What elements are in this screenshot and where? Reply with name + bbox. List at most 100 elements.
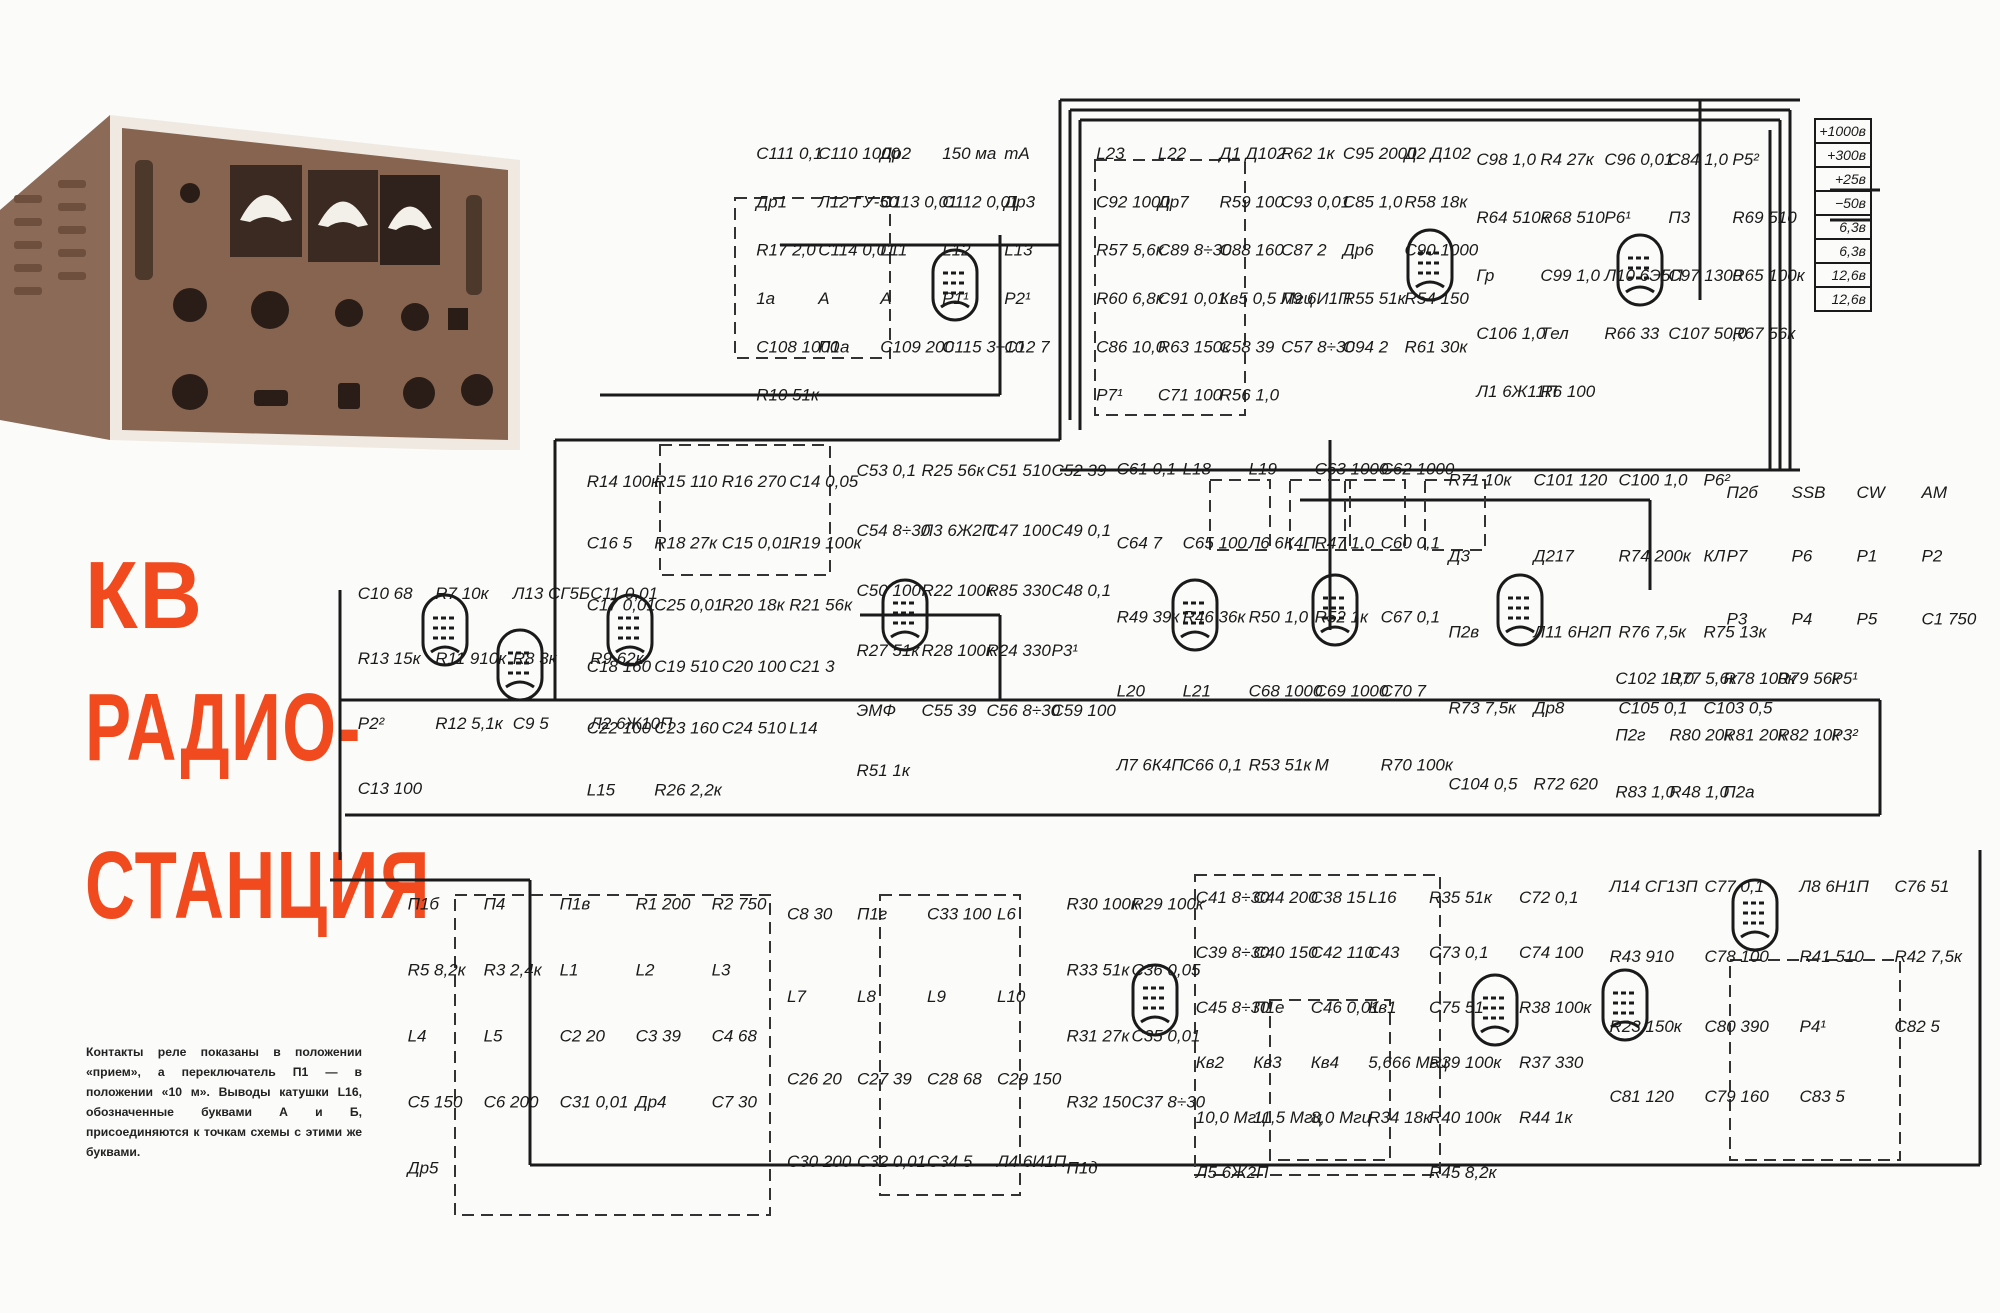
component-label: C44 200	[1253, 888, 1318, 907]
shield-box	[1729, 959, 1901, 1161]
component-label: Л2 6Ж10П	[589, 714, 673, 733]
component-label: C6 200	[484, 1093, 539, 1112]
vacuum-tube	[1601, 968, 1649, 1042]
component-label: C36 0,05	[1132, 961, 1202, 980]
component-label: Л4 6И1П	[996, 1152, 1067, 1171]
component-label: A	[817, 289, 829, 308]
component-label: C106 1,0	[1476, 324, 1546, 343]
component-label: C57 8÷30	[1281, 337, 1355, 356]
component-label: R74 200к	[1619, 547, 1692, 566]
component-label: C104 0,5	[1449, 775, 1519, 794]
shield-box	[734, 197, 891, 359]
component-label: C22 100	[587, 719, 652, 738]
component-label: C94 2	[1343, 337, 1389, 356]
component-label: C100 1,0	[1619, 471, 1689, 490]
component-label: C58 39	[1220, 337, 1275, 356]
component-label: L22	[1158, 144, 1187, 163]
shield-box	[1289, 479, 1351, 551]
component-label: R9 62к	[590, 649, 644, 668]
component-label: C107 50,0	[1668, 324, 1747, 343]
component-label: C33 100	[927, 905, 992, 924]
component-label: R57 5,6к	[1096, 241, 1165, 260]
component-label: CW	[1857, 483, 1887, 502]
component-label: R35 51к	[1429, 888, 1493, 907]
component-label: P4¹	[1800, 1017, 1827, 1036]
component-label: R75 13к	[1704, 623, 1768, 642]
component-label: C103 0,5	[1704, 699, 1774, 718]
component-label: C74 100	[1519, 943, 1584, 962]
component-label: C98 1,0	[1476, 150, 1536, 169]
component-label: R62 1к	[1281, 144, 1335, 163]
component-label: C8 30	[787, 905, 833, 924]
component-label: C79 160	[1705, 1087, 1770, 1106]
component-label: C19 510	[654, 657, 719, 676]
component-label: mA	[1004, 144, 1029, 163]
supply-terminal: 6,3в	[1814, 216, 1872, 240]
component-label: P6²	[1704, 471, 1732, 490]
component-label: R10 51к	[756, 386, 820, 405]
component-label: R55 51к	[1343, 289, 1407, 308]
component-label: П3	[1668, 208, 1690, 227]
component-label: P7	[1727, 546, 1748, 565]
component-label: C73 0,1	[1429, 943, 1489, 962]
component-label: C56 8÷30	[987, 701, 1061, 720]
component-label: R58 18к	[1405, 192, 1469, 211]
component-label: C1 750	[1922, 610, 1977, 629]
component-label: C65 100	[1183, 533, 1248, 552]
component-label: Кв5 0,5 Мгц	[1220, 289, 1314, 308]
component-label: L10	[997, 987, 1026, 1006]
component-label: AM	[1921, 483, 1948, 502]
component-label: R83 1,0	[1615, 782, 1675, 801]
component-label: Л12 ГУ-50	[817, 192, 899, 211]
component-label: R43 910	[1610, 947, 1675, 966]
component-label: R15 110	[654, 472, 718, 491]
vacuum-tube	[496, 628, 544, 702]
component-label: Л1 6Ж11П	[1475, 382, 1558, 401]
component-label: L11	[880, 241, 907, 260]
component-label: C49 0,1	[1052, 521, 1112, 540]
component-label: R32 150	[1067, 1093, 1132, 1112]
component-label: R23 150к	[1610, 1017, 1683, 1036]
shield-box	[1194, 874, 1441, 1176]
shield-box	[1209, 479, 1271, 551]
component-label: C18 160	[587, 657, 652, 676]
component-label: C26 20	[787, 1070, 842, 1089]
component-label: Л7 6К4П	[1116, 755, 1185, 774]
component-label: R73 7,5к	[1449, 699, 1518, 718]
component-label: L13	[1004, 241, 1033, 260]
component-label: C115 3÷10	[942, 337, 1024, 356]
component-label: Др2	[878, 144, 911, 163]
component-label: П2б	[1727, 483, 1760, 502]
component-label: R28 100к	[922, 641, 995, 660]
component-label: C27 39	[857, 1070, 912, 1089]
component-label: P7¹	[1096, 386, 1123, 405]
component-label: П1б	[408, 895, 441, 914]
headline-station: СТАНЦИЯ	[85, 832, 431, 939]
component-label: Кв3	[1253, 1053, 1282, 1072]
component-label: R80 20к	[1669, 726, 1733, 745]
supply-terminal: +300в	[1814, 144, 1872, 168]
component-label: C7 30	[712, 1093, 758, 1112]
component-label: L20	[1117, 681, 1146, 700]
component-label: R61 30к	[1405, 337, 1469, 356]
component-label: C30 200	[787, 1152, 852, 1171]
component-label: R44 1к	[1519, 1108, 1573, 1127]
component-label: C20 100	[722, 657, 787, 676]
component-label: R82 10к	[1777, 726, 1841, 745]
component-label: П2в	[1449, 623, 1480, 642]
component-label: R14 100к	[587, 472, 660, 491]
component-label: C83 5	[1800, 1087, 1846, 1106]
caption-note: Контакты реле показаны в положении «прие…	[86, 1045, 362, 1159]
component-label: C60 0,1	[1381, 533, 1441, 552]
component-label: C112 0,01	[942, 192, 1019, 211]
component-label: C23 160	[654, 719, 719, 738]
component-label: Л10 6Э5П	[1603, 266, 1683, 285]
component-label: 8,0 Мгц	[1311, 1108, 1372, 1127]
component-label: L5	[484, 1027, 503, 1046]
component-label: R30 100к	[1067, 895, 1140, 914]
component-label: R8 3к	[513, 649, 558, 668]
supply-terminal: −50в	[1814, 192, 1872, 216]
component-label: R70 100к	[1381, 755, 1454, 774]
vacuum-tube	[1616, 233, 1664, 307]
component-label: P2²	[358, 714, 386, 733]
